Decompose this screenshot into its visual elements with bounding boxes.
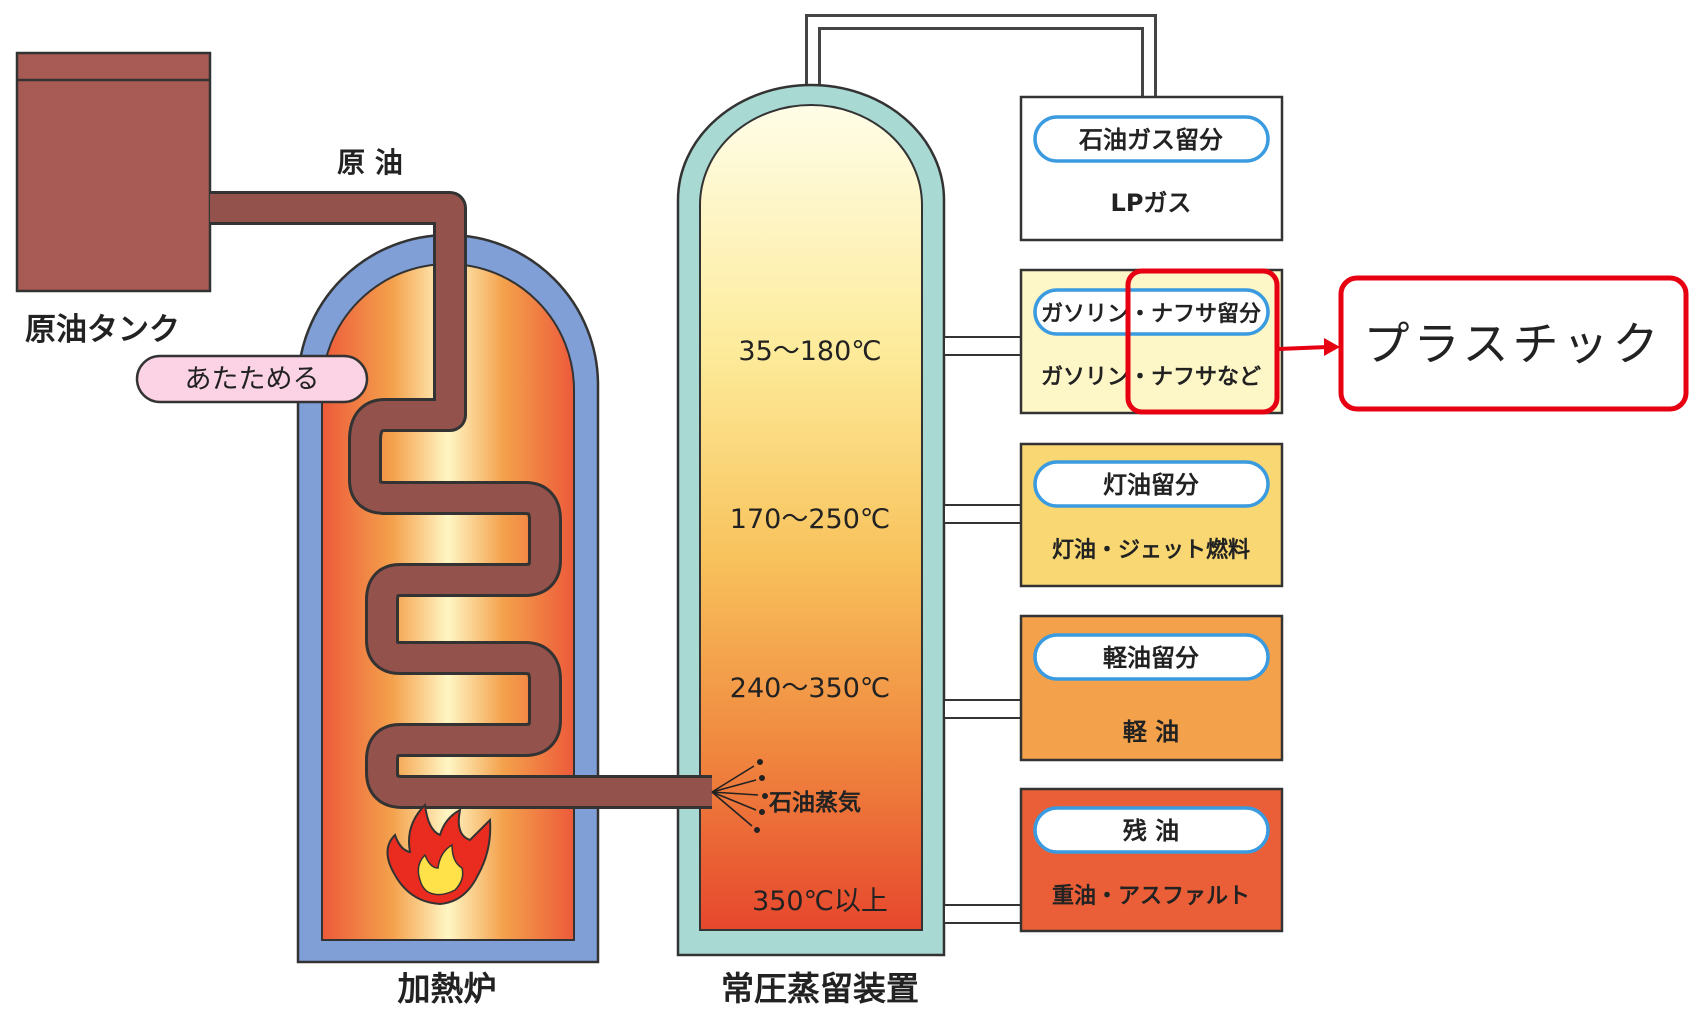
heat-tag — [135, 354, 369, 404]
product-box-4 — [1019, 787, 1284, 933]
fraction-label-4: 残 油 — [1123, 817, 1179, 845]
flame-icon — [386, 802, 492, 906]
heat-tag-label: あたためる — [185, 364, 320, 395]
fraction-label-0: 石油ガス留分 — [1078, 126, 1223, 154]
product-box-0 — [1019, 95, 1284, 242]
overhead-pipe — [805, 14, 1157, 97]
outlet-pipes — [943, 336, 1022, 924]
fraction-label-3: 軽油留分 — [1103, 644, 1199, 672]
fraction-label-2: 灯油留分 — [1103, 471, 1199, 499]
furnace-label: 加熱炉 — [398, 969, 497, 1008]
callout-text: プラスチック — [1363, 317, 1662, 371]
callout-arrow-head — [1324, 338, 1340, 356]
temp-label-3: 350℃以上 — [752, 886, 888, 917]
product-box-2 — [1019, 442, 1284, 588]
callout-arrow-line — [1277, 345, 1329, 351]
crude-tank-label: 原油タンク — [25, 312, 180, 348]
crude-pipe — [210, 191, 712, 809]
highlight-box — [1125, 268, 1280, 415]
product-label-1: ガソリン・ナフサなど — [1041, 365, 1261, 390]
crude-oil-label: 原 油 — [337, 146, 403, 179]
temp-label-1: 170〜250℃ — [730, 504, 890, 535]
vapor-label: 石油蒸気 — [768, 789, 861, 816]
distiller-label: 常圧蒸留装置 — [721, 969, 919, 1008]
temp-label-0: 35〜180℃ — [738, 336, 881, 367]
product-label-2: 灯油・ジェット燃料 — [1052, 537, 1250, 563]
product-label-4: 重油・アスファルト — [1052, 884, 1250, 909]
fraction-label-1: ガソリン・ナフサ留分 — [1041, 301, 1261, 327]
crude-tank — [15, 51, 212, 293]
product-label-3: 軽 油 — [1123, 718, 1179, 746]
product-box-3 — [1019, 614, 1284, 762]
product-box-1 — [1019, 268, 1284, 415]
product-label-0: LPガス — [1111, 189, 1192, 217]
callout-box — [1338, 275, 1689, 412]
overhead-pipe-inner — [808, 17, 1154, 97]
temp-label-2: 240〜350℃ — [730, 673, 890, 704]
vapor-spray — [711, 758, 768, 833]
column-interior — [699, 104, 923, 931]
